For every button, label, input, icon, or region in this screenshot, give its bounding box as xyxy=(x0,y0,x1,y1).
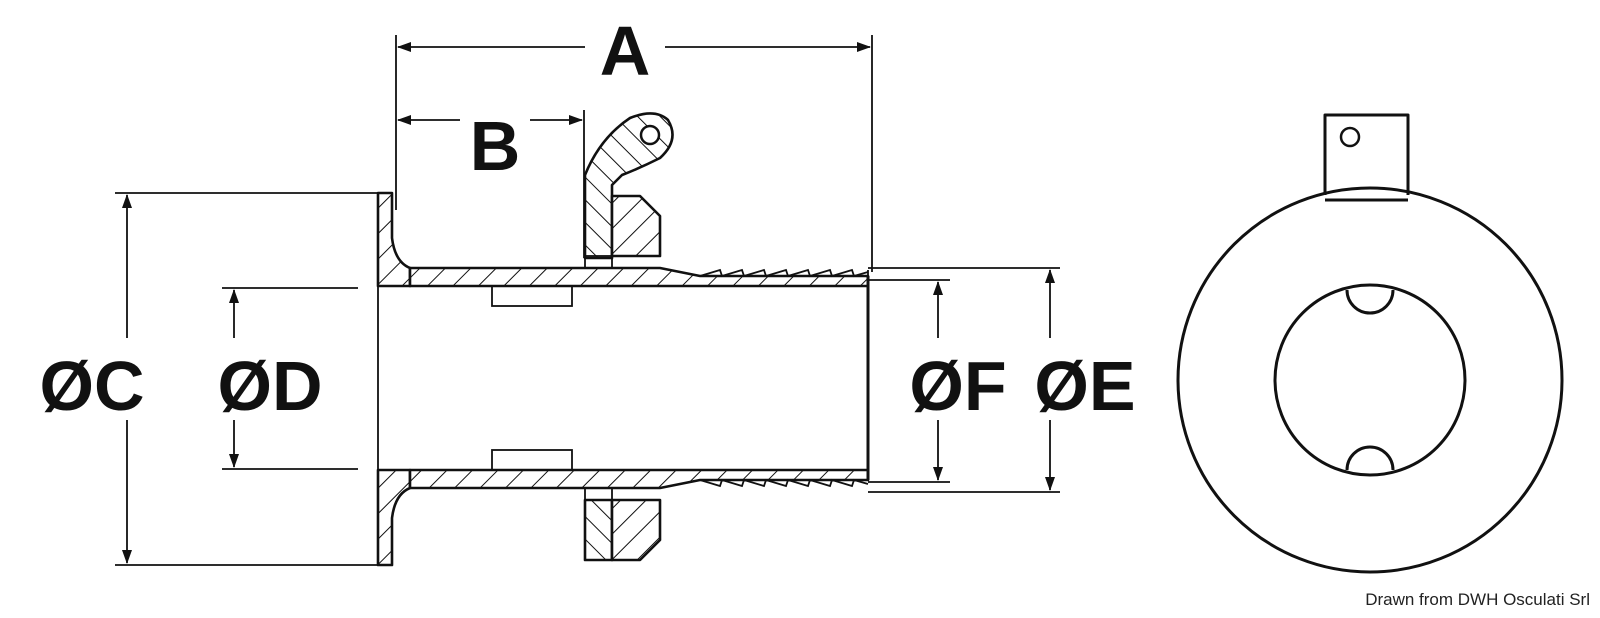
label-a: A xyxy=(600,12,651,90)
lower-groove xyxy=(491,449,573,471)
side-section-view xyxy=(376,112,870,567)
label-b: B xyxy=(470,107,521,185)
flange-lower xyxy=(376,468,412,567)
tab-hole xyxy=(639,124,661,146)
upper-nut-tab xyxy=(583,112,674,260)
end-view-tab-hole xyxy=(1339,126,1361,148)
lower-wall xyxy=(408,468,870,490)
upper-washer xyxy=(584,255,613,269)
end-view-notch-bottom xyxy=(1345,445,1395,471)
label-d: ØD xyxy=(218,347,323,425)
upper-wall xyxy=(408,266,870,288)
end-view-bore xyxy=(1273,283,1467,477)
end-view-tab xyxy=(1323,113,1410,195)
lower-nut-left xyxy=(583,498,614,562)
dimension-lines: A B ØC ØD ØF ØE xyxy=(40,12,1136,566)
label-e: ØE xyxy=(1034,347,1135,425)
upper-groove xyxy=(491,285,573,307)
end-view xyxy=(1176,113,1564,574)
lower-thread xyxy=(699,478,869,488)
end-view-outer-circle xyxy=(1176,186,1564,574)
lower-nut xyxy=(610,498,662,562)
upper-thread xyxy=(699,268,869,278)
label-f: ØF xyxy=(909,347,1006,425)
lower-washer xyxy=(584,487,613,501)
flange xyxy=(376,191,412,288)
end-view-notch-top xyxy=(1345,289,1395,315)
credit-text: Drawn from DWH Osculati Srl xyxy=(1365,590,1590,609)
label-c: ØC xyxy=(40,347,145,425)
upper-nut xyxy=(610,194,662,258)
